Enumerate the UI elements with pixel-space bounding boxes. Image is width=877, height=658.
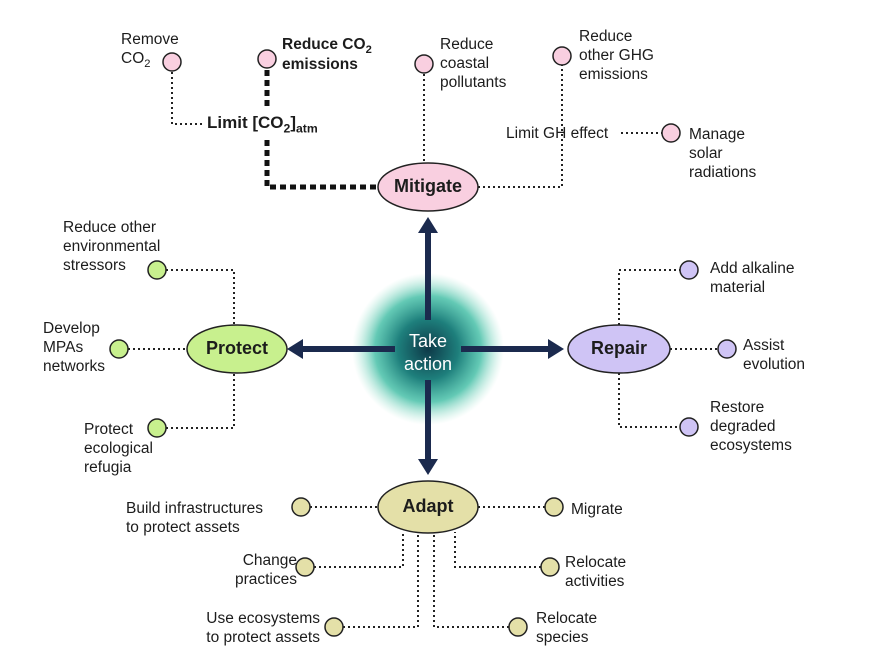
alkaline-label: Add alkaline material <box>710 260 795 296</box>
reduce-coastal-label: Reduce coastal pollutants <box>440 36 507 91</box>
use-ecosystems-label: Use ecosystems to protect assets <box>206 610 320 646</box>
connector-reduce-ghg <box>478 65 563 188</box>
migrate-label: Migrate <box>571 501 623 518</box>
connector-restore <box>618 373 680 428</box>
repair-label: Repair <box>590 338 648 358</box>
co2-emphasis-path <box>264 70 378 190</box>
infrastructures-label: Build infrastructures to protect assets <box>126 500 263 536</box>
reduce-co2-label: Reduce CO2 emissions <box>282 36 372 73</box>
arrowhead-repair <box>548 339 564 359</box>
node-manage-solar[interactable] <box>661 123 681 143</box>
connector-relocate-species <box>433 535 509 628</box>
mpas-label: Develop MPAs networks <box>43 320 106 375</box>
take-action-label: Take action <box>378 330 478 376</box>
arrowhead-adapt <box>418 459 438 475</box>
limit-gh-effect-label: Limit GH effect <box>506 125 609 142</box>
node-mpas[interactable] <box>109 339 129 359</box>
relocate-species-label: Relocate species <box>536 610 598 646</box>
connector-ecosystems <box>343 534 419 628</box>
arrowhead-mitigate <box>418 217 438 233</box>
node-relocate-activities[interactable] <box>540 557 560 577</box>
repair-hub[interactable] <box>567 324 671 374</box>
connector-remove-co2 <box>171 72 204 125</box>
node-remove-co2[interactable] <box>162 52 182 72</box>
relocate-activities-label: Relocate activities <box>565 554 627 590</box>
connector-lines <box>128 65 718 628</box>
evolution-label: Assist evolution <box>743 337 806 373</box>
connector-refugia <box>166 372 235 429</box>
practices-label: Change practices <box>234 552 297 588</box>
node-refugia[interactable] <box>147 418 167 438</box>
connector-practices <box>314 532 404 568</box>
protect-hub[interactable] <box>186 324 288 374</box>
refugia-label: Protect ecological refugia <box>84 421 153 476</box>
adapt-hub[interactable] <box>377 480 479 534</box>
node-migrate[interactable] <box>544 497 564 517</box>
connector-reduce-stressors <box>166 269 235 325</box>
action-arrows <box>287 217 564 475</box>
manage-solar-label: Manage solar radiations <box>689 126 757 181</box>
node-alkaline[interactable] <box>679 260 699 280</box>
node-reduce-ghg[interactable] <box>552 46 572 66</box>
node-ecosystems[interactable] <box>324 617 344 637</box>
node-practices[interactable] <box>295 557 315 577</box>
node-relocate-species[interactable] <box>508 617 528 637</box>
take-action-glow <box>352 273 504 425</box>
reduce-stressors-label: Reduce other environmental stressors <box>63 219 161 274</box>
reduce-ghg-label: Reduce other GHG emissions <box>579 28 654 83</box>
connector-alkaline <box>618 269 680 325</box>
restore-label: Restore degraded ecosystems <box>710 399 792 454</box>
node-evolution[interactable] <box>717 339 737 359</box>
remove-co2-label: Remove CO2 <box>121 31 179 70</box>
adapt-label: Adapt <box>402 496 454 516</box>
take-action-line2: action <box>403 354 453 374</box>
mitigate-hub[interactable] <box>377 162 479 212</box>
node-reduce-stressors[interactable] <box>147 260 167 280</box>
connector-relocate-activities <box>454 532 541 568</box>
node-reduce-co2[interactable] <box>257 49 277 69</box>
node-restore[interactable] <box>679 417 699 437</box>
take-action-line1: Take <box>408 331 448 351</box>
node-infrastructures[interactable] <box>291 497 311 517</box>
arrowhead-protect <box>287 339 303 359</box>
node-reduce-coastal[interactable] <box>414 54 434 74</box>
mitigate-label: Mitigate <box>393 176 462 196</box>
limit-co2-label: Limit [CO2]atm <box>207 113 318 136</box>
protect-label: Protect <box>205 338 268 358</box>
